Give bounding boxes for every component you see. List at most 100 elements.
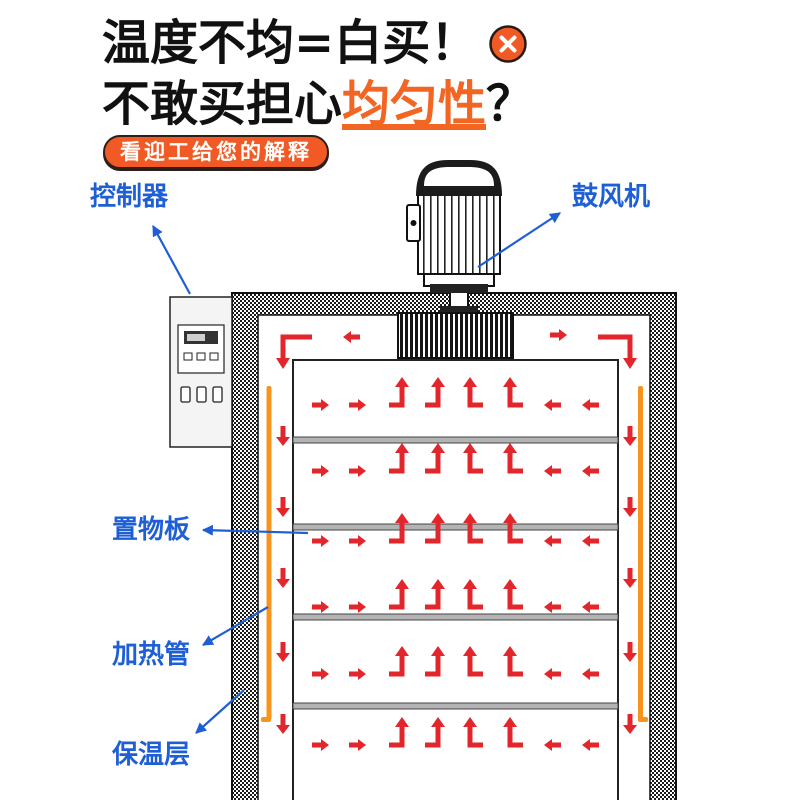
blower-pointer [477,212,561,268]
airflow-arrow-down [623,642,637,662]
airflow-arrow-left [544,601,561,613]
airflow-arrow-left [582,399,599,411]
label-heating-tube: 加热管 [112,640,191,670]
airflow-arrow-up [503,377,523,408]
label-blower: 鼓风机 [572,182,651,212]
airflow-arrow-up [503,717,523,748]
airflow-arrow-up [389,646,409,677]
airflow-arrow-left [544,399,561,411]
heating-tubes [261,386,648,722]
shelf [292,702,619,710]
airflow-arrow-right [312,399,329,411]
controller-key [183,352,193,361]
airflow-arrow-right [349,739,366,751]
heating-tube-left-end [261,717,271,722]
airflow-arrow-left [343,331,360,343]
airflow-arrow-up [425,443,445,474]
airflow-arrow-up [463,377,483,408]
label-insulation-layer: 保温层 [112,740,191,770]
airflow-arrow-up [389,579,409,610]
airflow-arrow-up [503,443,523,474]
airflow-arrow-up [425,717,445,748]
airflow-arrow-up [503,646,523,677]
label-shelf: 置物板 [112,515,191,545]
controller-key [209,352,219,361]
heating-tube-right-end [638,717,648,722]
label-controller: 控制器 [90,182,169,212]
heating-tube-right [638,386,643,720]
airflow-arrow-down [623,426,637,446]
airflow-arrow-left [544,465,561,477]
motor-cap-highlight [424,167,494,186]
airflow-arrows [276,329,637,751]
airflow-arrow-down [276,568,290,588]
airflow-arrow-down [276,426,290,446]
airflow-arrow-left [582,535,599,547]
airflow-arrow-right [349,535,366,547]
airflow-arrow-up [425,579,445,610]
headline-highlight: 均匀性 [342,76,487,132]
airflow-arrow-left [582,465,599,477]
airflow-arrow-up [389,717,409,748]
controller-switch [196,386,207,403]
oven-interior [258,315,650,800]
controller-pointer [152,225,191,295]
airflow-arrow-up [389,443,409,474]
airflow-arrow-right [349,668,366,680]
airflow-arrow-up [389,513,409,544]
shelf-pointer [201,524,309,536]
airflow-arrow-left [544,668,561,680]
chamber-frame [292,359,619,800]
airflow-arrow-down [623,497,637,517]
controller-key [196,352,206,361]
motor-terminal-screw [410,220,417,226]
airflow-arrow-up [425,646,445,677]
airflow-arrow-right [312,668,329,680]
airflow-arrow-left [582,739,599,751]
airflow-arrow-right [312,535,329,547]
airflow-arrow-right [349,465,366,477]
controller-box [169,296,233,448]
airflow-elbow-arrow-right [598,334,637,369]
motor-body [417,187,501,275]
airflow-arrow-right [312,601,329,613]
airflow-arrow-right [312,739,329,751]
airflow-arrow-up [503,513,523,544]
airflow-arrow-right [349,601,366,613]
airflow-arrow-right [312,465,329,477]
airflow-arrow-down [276,714,290,734]
airflow-arrow-left [544,535,561,547]
controller-switch [180,386,191,403]
insulation-pointer [195,689,245,734]
airflow-arrow-up [463,443,483,474]
headline-line-2-prefix: 不敢买担心 [102,76,343,132]
airflow-elbow-arrow-left [276,334,312,369]
airflow-arrow-down [623,568,637,588]
headline-question-mark: ？ [486,76,535,132]
blower-fan [397,312,514,359]
airflow-arrow-down [276,642,290,662]
controller-switch [212,386,223,403]
airflow-arrow-left [582,601,599,613]
airflow-arrow-up [425,377,445,408]
fan-hub [440,306,478,314]
airflow-arrow-right [349,399,366,411]
close-circle-icon [489,25,527,63]
headline-line-1: 温度不均=白买！ [102,15,479,71]
airflow-arrow-up [463,646,483,677]
airflow-arrow-down [623,714,637,734]
label-pointers [152,212,561,734]
airflow-arrow-up [463,717,483,748]
motor-flange [430,284,488,293]
airflow-arrow-left [544,739,561,751]
airflow-arrow-up [463,513,483,544]
controller-display-readout [187,334,205,341]
shelves [292,436,619,710]
close-circle-icon-cross [499,35,517,53]
headline-line-2: 不敢买担心均匀性？ [102,76,534,132]
airflow-arrow-down [276,497,290,517]
heating-tube-pointer [202,606,269,646]
airflow-arrow-right [550,329,567,341]
airflow-arrow-up [389,377,409,408]
